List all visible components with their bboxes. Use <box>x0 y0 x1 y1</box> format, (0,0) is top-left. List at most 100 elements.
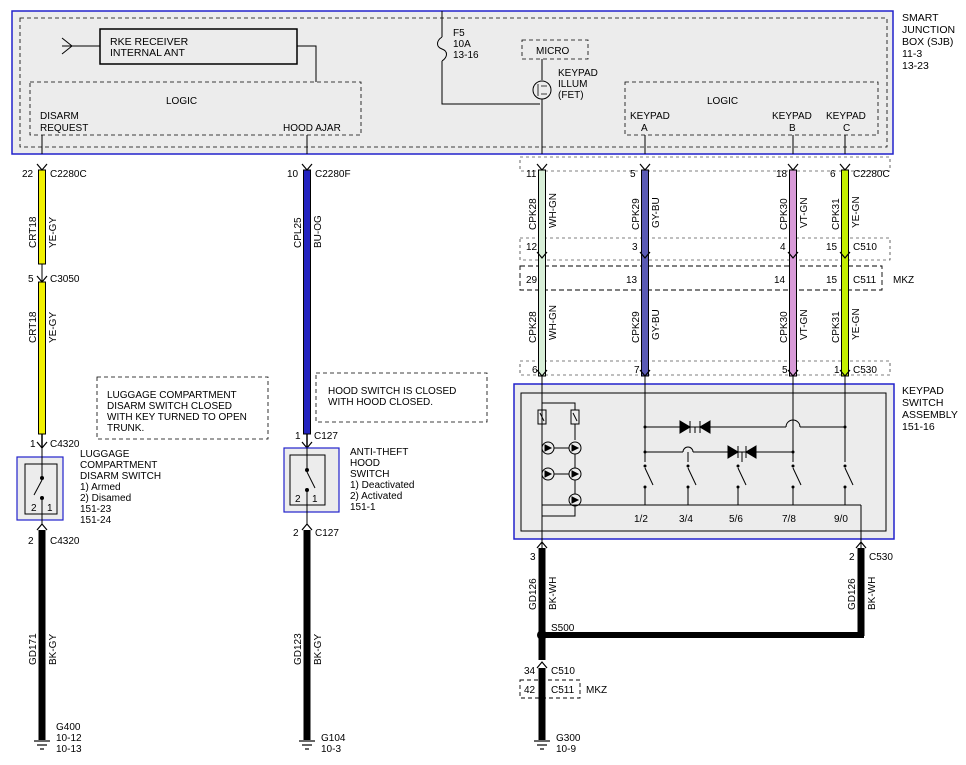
ground-icon-g400 <box>34 740 50 750</box>
label-c3050: C3050 <box>50 274 80 285</box>
wire-cpk31 <box>841 169 849 377</box>
disarm-request-label: DISARM REQUEST <box>40 111 88 134</box>
wire-color-ye-gy-b: YE-GY <box>48 312 59 343</box>
wire-color-bk-gy-b: BK-GY <box>313 634 324 665</box>
label-c511: C511 <box>853 275 877 286</box>
c511b-box <box>519 679 581 699</box>
label-mkz-b: MKZ <box>586 685 607 696</box>
hood-switch-icon <box>305 448 316 524</box>
key-label-7-8: 7/8 <box>782 514 796 525</box>
label-c511b: C511 <box>551 685 575 696</box>
label-c510b: C510 <box>551 666 575 677</box>
pin-c3050-5: 5 <box>28 274 34 285</box>
antenna-icon <box>61 37 100 55</box>
wire-label-gd123: GD123 <box>293 633 304 665</box>
label-c4320-bot: C4320 <box>50 536 80 547</box>
wire-color-gy-bu-b: GY-BU <box>651 309 662 340</box>
hood-note-box <box>315 372 488 423</box>
pin-c127-2: 2 <box>293 528 299 539</box>
wire-color-bu-og: BU-OG <box>313 215 324 248</box>
wire-crt18 <box>38 169 46 435</box>
sjb-box <box>11 10 894 155</box>
sjb-inner-box <box>19 17 888 148</box>
label-c2280f: C2280F <box>315 169 351 180</box>
wire-color-ye-gn-b: YE-GN <box>851 308 862 340</box>
fet-symbol <box>537 84 547 96</box>
wire-cpk30 <box>789 169 797 377</box>
wire-color-ye-gy-a: YE-GY <box>48 217 59 248</box>
sjb-internal-links <box>41 99 846 154</box>
wire-s500-bridge <box>542 632 864 638</box>
wire-cpk28 <box>538 169 546 377</box>
hood-ajar-label: HOOD AJAR <box>283 123 341 134</box>
wire-label-gd171: GD171 <box>28 633 39 665</box>
pin-c4320-2: 2 <box>28 536 34 547</box>
label-mkz: MKZ <box>893 275 914 286</box>
luggage-switch-label: LUGGAGE COMPARTMENT DISARM SWITCH 1) Arm… <box>80 449 164 526</box>
wire-label-cpk30-b: CPK30 <box>779 311 790 343</box>
pin-c510-15: 15 <box>826 242 838 253</box>
keypad-key-labels: 1/2 3/4 5/6 7/8 9/0 <box>634 514 848 525</box>
wire-cpk29 <box>641 169 649 377</box>
wire-color-ye-gn-a: YE-GN <box>851 196 862 228</box>
fet-label: KEYPAD ILLUM (FET) <box>558 68 601 101</box>
logic-right-box <box>624 81 879 136</box>
pin-c511-29: 29 <box>526 275 538 286</box>
pin-c510-12: 12 <box>526 242 538 253</box>
pin-c2280c-18: 18 <box>776 169 788 180</box>
key-label-5-6: 5/6 <box>729 514 743 525</box>
label-c2280c-right: C2280C <box>853 169 890 180</box>
pin-c530-5: 5 <box>782 365 788 376</box>
c510-band <box>519 237 891 261</box>
luggage-switch-pin-1: 1 <box>47 503 53 514</box>
wire-color-gy-bu-a: GY-BU <box>651 197 662 228</box>
wire-gd126-right <box>857 548 865 636</box>
key-label-3-4: 3/4 <box>679 514 693 525</box>
pin-c511-14: 14 <box>774 275 786 286</box>
label-s500: S500 <box>551 623 575 634</box>
splice-s500 <box>537 630 547 640</box>
luggage-switch-box <box>24 463 58 515</box>
keypad-switch-contacts <box>643 425 847 489</box>
pin-c127-1: 1 <box>295 431 301 442</box>
micro-label: MICRO <box>536 46 570 57</box>
pin-c2280c-11: 11 <box>526 169 537 180</box>
pin-c530-1: 1 <box>834 365 840 376</box>
luggage-note: LUGGAGE COMPARTMENT DISARM SWITCH CLOSED… <box>107 390 250 434</box>
pin-c511b-42: 42 <box>524 685 536 696</box>
keypad-led-array <box>537 376 582 548</box>
wire-label-gd126-b: GD126 <box>847 578 858 610</box>
label-c530b: C530 <box>869 552 893 563</box>
pin-c530b-3: 3 <box>530 552 536 563</box>
key-label-1-2: 1/2 <box>634 514 648 525</box>
hood-note: HOOD SWITCH IS CLOSED WITH HOOD CLOSED. <box>328 386 459 408</box>
logic-left-label: LOGIC <box>166 96 197 107</box>
pin-c511-15: 15 <box>826 275 838 286</box>
hood-switch-pin-2: 2 <box>295 494 301 505</box>
pin-c510-4: 4 <box>780 242 786 253</box>
label-c510: C510 <box>853 242 877 253</box>
wire-gd171 <box>38 530 46 740</box>
wire-label-cpk29-a: CPK29 <box>631 198 642 230</box>
ground-icon-g300 <box>534 740 550 750</box>
luggage-switch-frame <box>16 456 64 521</box>
fuse-line <box>441 61 540 105</box>
wire-label-cpk28-b: CPK28 <box>528 311 539 343</box>
rke-link-line <box>297 45 317 82</box>
label-c530: C530 <box>853 365 877 376</box>
keypad-c-label: KEYPAD C <box>826 111 869 134</box>
pin-c510b-34: 34 <box>524 666 536 677</box>
wire-color-vt-gn-a: VT-GN <box>799 197 810 228</box>
pin-c2280f-10: 10 <box>287 169 299 180</box>
ground-label-g400: G400 10-12 10-13 <box>56 722 84 755</box>
wire-label-cpk30-a: CPK30 <box>779 198 790 230</box>
wire-gd126-bottom <box>538 668 546 740</box>
wire-label-cpk29-b: CPK29 <box>631 311 642 343</box>
wire-color-wh-gn-a: WH-GN <box>548 193 559 228</box>
luggage-switch-icon <box>33 448 44 524</box>
logic-right-label: LOGIC <box>707 96 738 107</box>
wire-labels: CRT18 YE-GY CRT18 YE-GY CPL25 BU-OG CPK2… <box>28 193 878 665</box>
label-c127-top: C127 <box>314 431 338 442</box>
label-c127-bot: C127 <box>315 528 339 539</box>
